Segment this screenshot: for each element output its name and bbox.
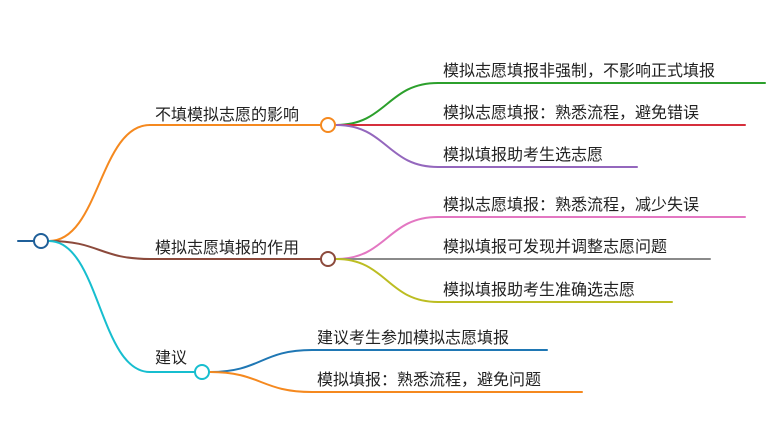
- leaf-connector: [335, 82, 439, 126]
- branch-label-function: 模拟志愿填报的作用: [155, 238, 300, 257]
- leaf-connector: [209, 371, 313, 393]
- branch-node-advice[interactable]: [194, 364, 210, 380]
- leaf-label: 模拟填报可发现并调整志愿问题: [443, 237, 668, 256]
- branch-connector: [48, 240, 151, 260]
- leaf-connector: [335, 124, 439, 168]
- leaf-connector: [335, 216, 439, 260]
- leaf-label: 模拟志愿填报：熟悉流程，减少失误: [443, 195, 700, 214]
- branch-node-impact[interactable]: [320, 117, 336, 133]
- leaf-connector: [335, 258, 439, 303]
- leaf-label: 模拟填报助考生选志愿: [443, 145, 604, 164]
- branch-label-advice: 建议: [155, 348, 188, 367]
- branch-connector: [48, 124, 151, 242]
- branch-label-impact: 不填模拟志愿的影响: [155, 105, 300, 124]
- branch-connector: [48, 240, 151, 373]
- leaf-label: 模拟志愿填报非强制，不影响正式填报: [443, 61, 716, 80]
- leaf-label: 模拟志愿填报：熟悉流程，避免错误: [443, 103, 700, 122]
- leaf-label: 模拟填报助考生准确选志愿: [443, 280, 636, 299]
- leaf-connector: [209, 349, 313, 373]
- root-node[interactable]: [33, 233, 49, 249]
- leaf-label: 模拟填报：熟悉流程，避免问题: [317, 370, 542, 389]
- leaf-label: 建议考生参加模拟志愿填报: [317, 328, 510, 347]
- branch-node-function[interactable]: [320, 251, 336, 267]
